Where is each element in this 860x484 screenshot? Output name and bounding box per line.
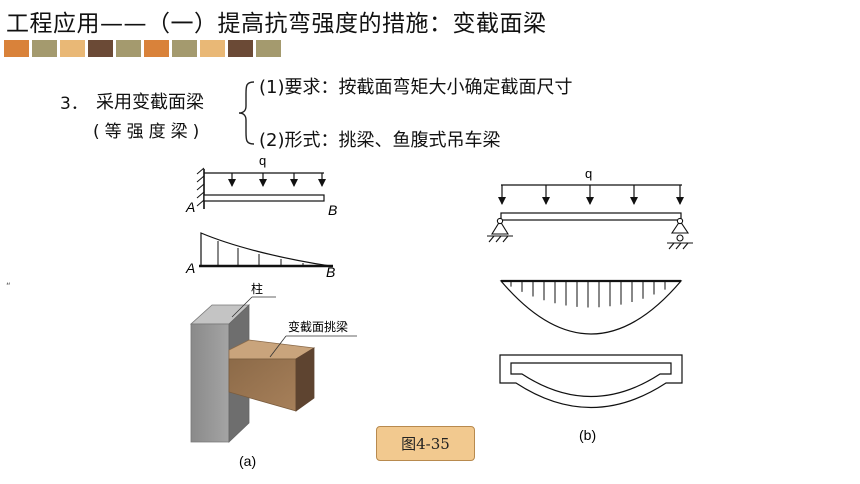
item-main-text: 采用变截面梁 <box>96 92 204 113</box>
simple-beam-diagram: q <box>487 166 693 250</box>
color-swatch <box>60 40 85 57</box>
quote-mark: “ <box>6 282 11 292</box>
distributed-load-arrows <box>228 173 326 187</box>
slide-title: 工程应用——（一）提高抗弯强度的措施：变截面梁 <box>6 11 547 37</box>
item-number: 3． <box>60 94 88 114</box>
color-swatch <box>256 40 281 57</box>
end-label-b: B <box>328 202 337 218</box>
color-swatch <box>88 40 113 57</box>
color-swatch <box>172 40 197 57</box>
form-text: (2)形式：挑梁、鱼腹式吊车梁 <box>259 130 501 151</box>
color-swatch <box>4 40 29 57</box>
distributed-load-arrows-b <box>498 185 684 205</box>
sublabel-b: (b) <box>579 427 596 443</box>
column-cantilever-3d: 柱 变截面挑梁 (a) <box>189 281 357 469</box>
pin-support-left <box>487 217 513 243</box>
moment-label-b: B <box>326 264 335 280</box>
roller-support-right <box>667 217 693 250</box>
fish-belly-beam-section <box>499 354 683 409</box>
color-swatch <box>200 40 225 57</box>
beam-end <box>295 347 315 412</box>
sublabel-a: (a) <box>239 453 256 469</box>
cantilever-moment-diagram: A B <box>185 232 335 280</box>
beam-leader-line <box>269 335 287 358</box>
moment-label-a: A <box>185 260 195 276</box>
parabolic-moment-diagram <box>499 279 683 335</box>
wall-hatching <box>196 167 205 207</box>
end-label-a: A <box>185 199 195 215</box>
moment-hatching <box>510 281 666 308</box>
color-swatch <box>32 40 57 57</box>
beam-label: 变截面挑梁 <box>288 319 348 334</box>
column-front <box>190 323 230 443</box>
column-label: 柱 <box>251 281 263 296</box>
figure-caption-box: 图4-35 <box>376 426 475 461</box>
column-leader-line <box>231 296 253 318</box>
cantilever-beam <box>203 194 325 202</box>
color-swatch <box>144 40 169 57</box>
simple-beam <box>500 212 682 221</box>
color-swatch <box>228 40 253 57</box>
item-sub-text: (等强度梁) <box>93 122 205 142</box>
load-label-q-b: q <box>585 166 592 181</box>
load-label-q: q <box>259 153 266 168</box>
requirement-text: (1)要求：按截面弯矩大小确定截面尺寸 <box>259 77 573 98</box>
color-swatch-bar <box>4 40 281 57</box>
cantilever-beam-diagram: q A B <box>185 153 337 218</box>
color-swatch <box>116 40 141 57</box>
curly-brace-icon <box>238 81 255 145</box>
